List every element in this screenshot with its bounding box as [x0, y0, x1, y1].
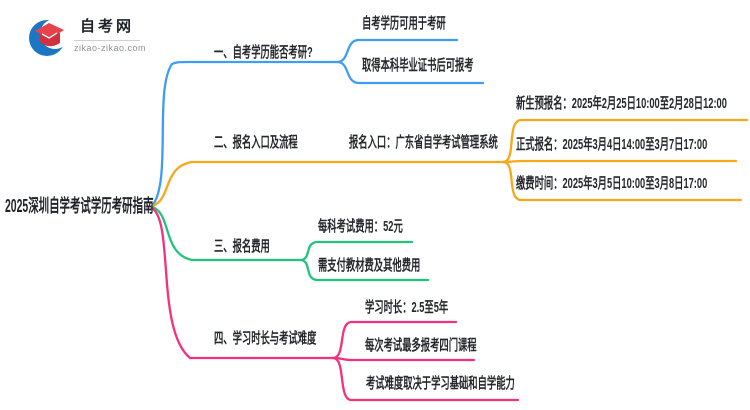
root-node-title: 2025深圳自学考试学历考研指南	[5, 196, 154, 216]
branch2-child3-label: 缴费时间：2025年3月5日10:00至3月8日17:00	[516, 175, 708, 192]
graduation-cap-logo-icon	[29, 19, 70, 56]
branch1-child1-label: 自考学历可用于考研	[362, 15, 446, 32]
branch-3-lines	[150, 205, 430, 282]
branch-1-lines	[150, 38, 485, 208]
branch3-label: 三、报名费用	[214, 238, 270, 255]
branch-4-lines	[150, 206, 520, 402]
site-logo: 自考网 zikao-zikao.com	[28, 15, 158, 59]
branch4-child3-label: 考试难度取决于学习基础和自学能力	[366, 375, 515, 392]
branch4-label: 四、学习时长与考试难度	[214, 330, 317, 347]
logo-site-url: zikao-zikao.com	[74, 43, 147, 53]
branch1-label: 一、自考学历能否考研?	[214, 44, 313, 61]
branch4-child2-label: 每次考试最多报考四门课程	[365, 337, 477, 354]
branch3-child1-label: 每科考试费用：52元	[318, 218, 403, 235]
branch2-entry-label: 报名入口：广东省自学考试管理系统	[349, 134, 498, 151]
branch-2-lines	[150, 118, 749, 208]
branch4-child1-label: 学习时长：2.5至5年	[365, 299, 449, 316]
branch2-child1-label: 新生预报名：2025年2月25日10:00至2月28日12:00	[516, 95, 727, 112]
branch1-child2-label: 取得本科毕业证书后可报考	[362, 57, 474, 74]
branch2-label: 二、报名入口及流程	[214, 134, 298, 151]
logo-site-name: 自考网	[80, 18, 135, 35]
branch3-child2-label: 需支付教材费及其他费用	[318, 257, 421, 274]
branch2-child2-label: 正式报名：2025年3月4日14:00至3月7日17:00	[516, 136, 708, 153]
logo-divider	[74, 40, 140, 41]
